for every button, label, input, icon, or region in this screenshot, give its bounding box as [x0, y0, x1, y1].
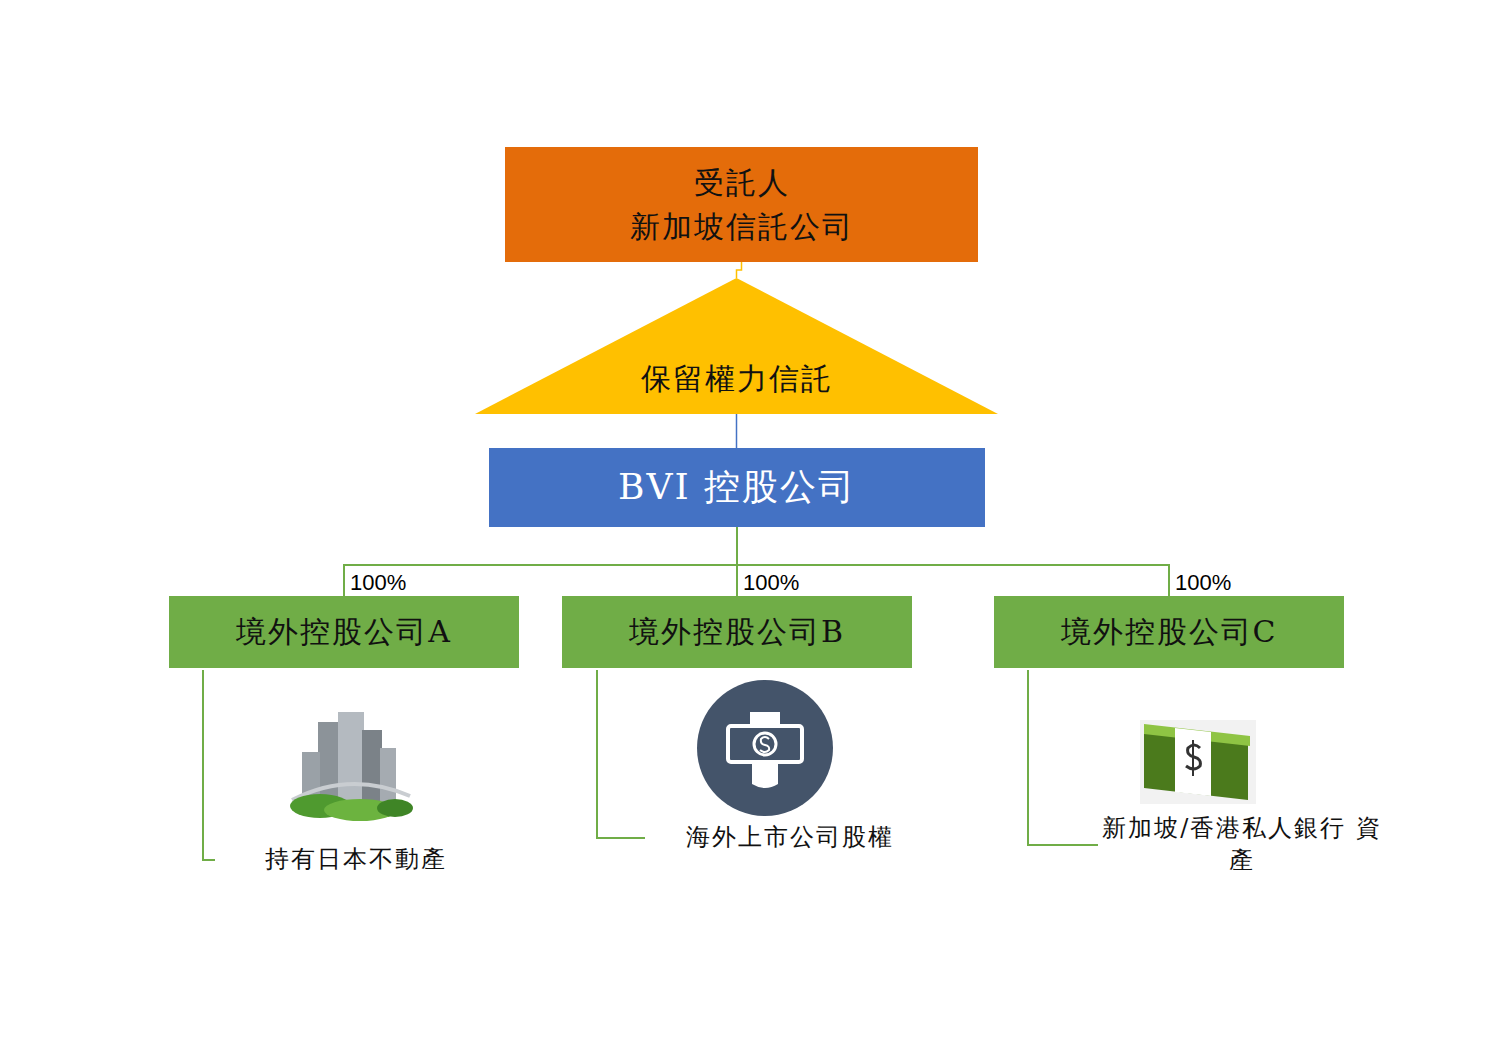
node-text: 境外控股公司C	[1061, 610, 1278, 654]
subsidiary-box: 境外控股公司A	[169, 596, 519, 668]
cash-icon	[1140, 720, 1256, 804]
node-text: 受託人	[694, 161, 790, 205]
money-icon	[697, 680, 833, 816]
leader-line	[1028, 670, 1098, 845]
node-text: 新加坡信託公司	[630, 205, 854, 249]
connector	[736, 414, 738, 448]
subsidiary-box: 境外控股公司C	[994, 596, 1344, 668]
connector	[344, 527, 737, 596]
connector	[737, 527, 1169, 596]
leader-line	[203, 670, 215, 860]
connector	[737, 262, 742, 278]
buildings-icon	[290, 712, 413, 821]
ownership-percent: 100%	[1173, 571, 1233, 595]
node-text: 境外控股公司A	[236, 610, 452, 654]
asset-label: 持有日本不動產	[206, 843, 506, 875]
node-text: BVI 控股公司	[618, 461, 856, 513]
subsidiary-box: 境外控股公司B	[562, 596, 912, 668]
asset-label: 新加坡/香港私人銀行 資產	[1097, 812, 1387, 876]
trustee-box: 受託人新加坡信託公司	[505, 147, 978, 262]
leader-line	[597, 670, 645, 838]
node-text: 保留權力信託	[641, 357, 833, 401]
asset-label: 海外上市公司股權	[630, 821, 950, 853]
ownership-percent: 100%	[348, 571, 408, 595]
holding-box: BVI 控股公司	[489, 448, 985, 527]
node-text: 境外控股公司B	[629, 610, 845, 654]
trust-triangle: 保留權力信託	[475, 278, 998, 414]
ownership-percent: 100%	[741, 571, 801, 595]
